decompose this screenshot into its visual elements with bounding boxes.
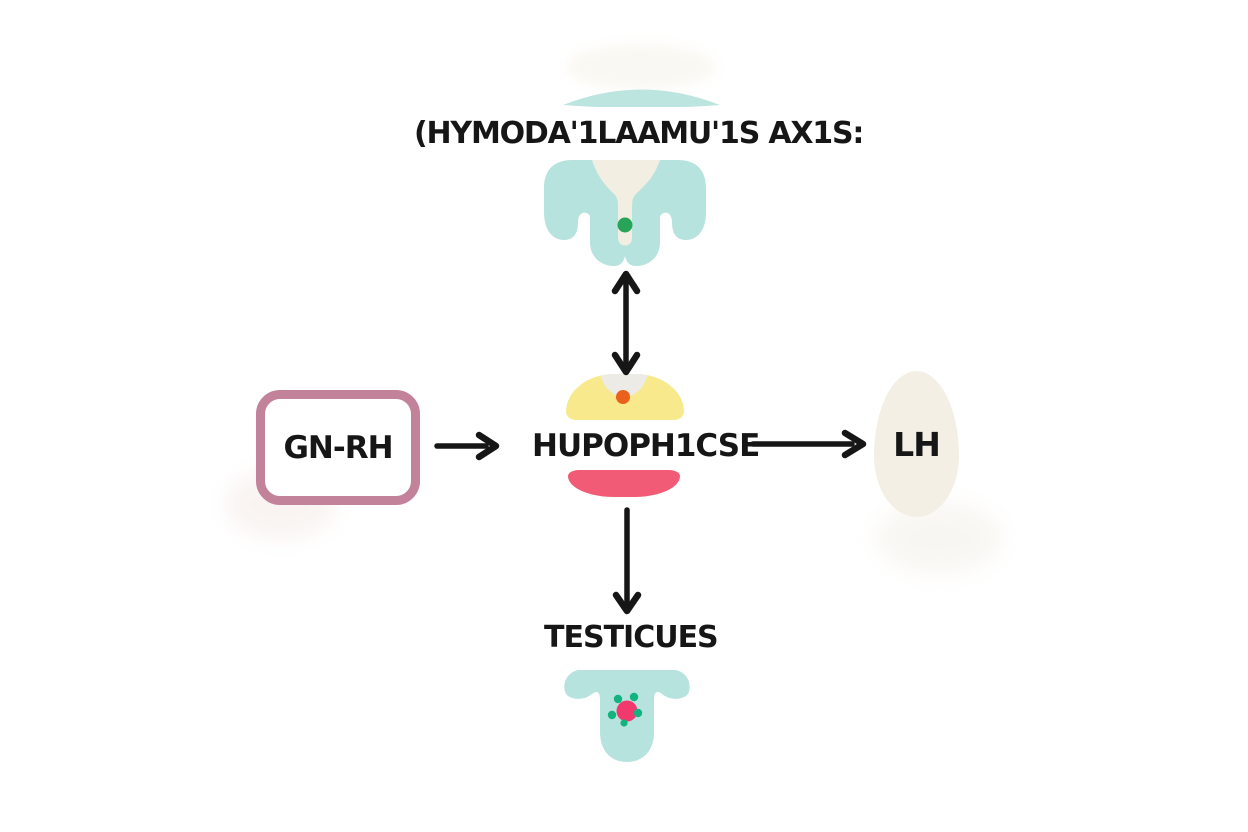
arrow-gnrh-pituitary <box>434 431 500 461</box>
pituitary-icon <box>566 374 684 420</box>
lh-node: LH <box>874 371 959 517</box>
brain-cap-icon <box>563 89 720 107</box>
arrow-pituitary-testes <box>612 507 642 615</box>
orange-dot <box>616 390 630 404</box>
faint-smudge <box>566 44 716 90</box>
green-dot <box>617 217 633 233</box>
pituitary-lip-shape <box>568 470 680 497</box>
pituitary-label: HUPOPH1CSE <box>532 428 760 464</box>
diagram-title: (HYMODA'1LAAMU'1S AX1S: <box>414 116 864 151</box>
testes-label: TESTICUES <box>544 620 719 655</box>
lh-label: LH <box>893 424 941 464</box>
faint-smudge <box>876 502 1002 574</box>
testis-icon <box>564 670 690 762</box>
arrow-hypothalamus-pituitary <box>611 270 641 376</box>
hypothalamus-icon <box>544 160 706 266</box>
pink-dot <box>616 700 638 722</box>
pituitary-notch <box>599 374 649 397</box>
arrow-pituitary-lh <box>750 429 867 459</box>
gnrh-node: GN-RH <box>256 390 420 505</box>
gnrh-label: GN-RH <box>283 429 393 466</box>
